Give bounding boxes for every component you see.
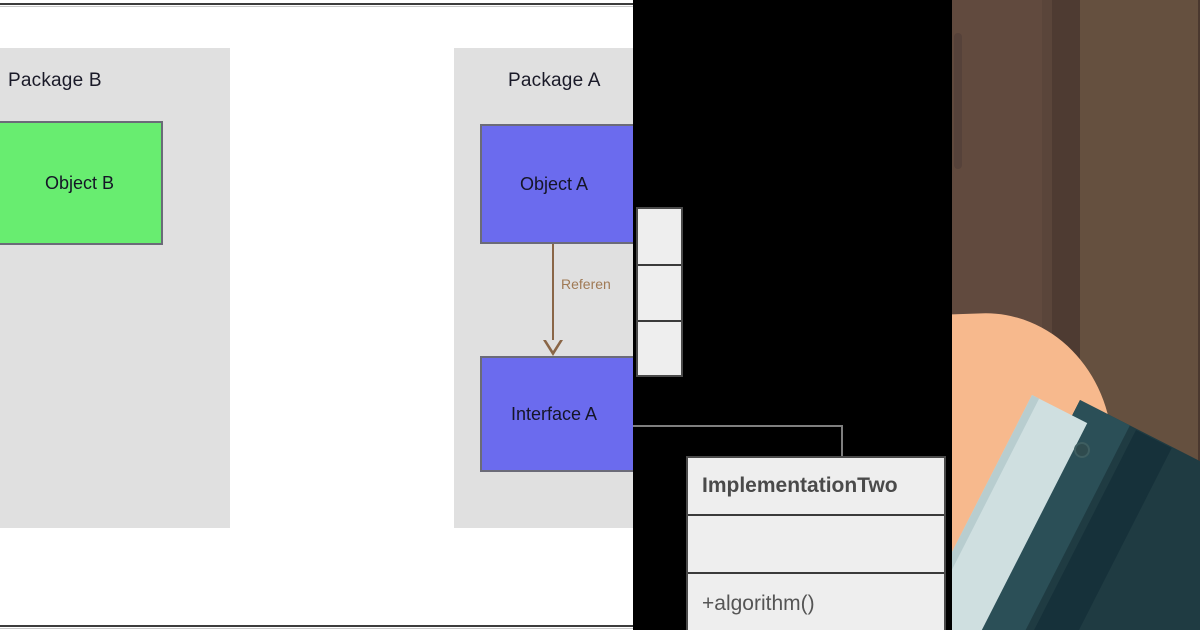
clipped-class-attributes-row — [638, 264, 681, 320]
illustration-panel — [952, 0, 1200, 630]
top-divider-rule — [0, 3, 633, 5]
implementation-two-title-row: ImplementationTwo — [688, 458, 944, 514]
bottom-divider-rule — [0, 625, 633, 627]
inheritance-connector-vertical — [841, 425, 843, 457]
implementation-two-class-box[interactable]: ImplementationTwo +algorithm() — [686, 456, 946, 630]
object-b-node[interactable]: Object B — [0, 121, 163, 245]
reference-arrow-line — [552, 244, 554, 346]
package-b-container[interactable] — [0, 48, 230, 528]
interface-a-node[interactable]: Interface A — [480, 356, 633, 472]
cuff-button-icon — [1074, 442, 1090, 458]
door-plank-shadow — [1042, 0, 1052, 630]
door-handle-icon[interactable] — [954, 33, 962, 169]
door-plank-edge — [1198, 0, 1200, 630]
object-a-label: Object A — [519, 173, 589, 194]
top-divider-rule-soft — [0, 6, 633, 7]
reference-arrow-head-fill-icon — [546, 340, 560, 351]
uml-class-diagram-panel: ImplementationTwo +algorithm() — [633, 0, 952, 630]
package-a-label: Package A — [508, 70, 601, 91]
clipped-class-title-row — [638, 209, 681, 265]
uml-package-diagram-panel: Package B Object B Package A Object A In… — [0, 3, 633, 629]
clipped-class-box[interactable] — [636, 207, 683, 377]
implementation-two-operations-row: +algorithm() — [688, 572, 944, 630]
implementation-two-operations: +algorithm() — [702, 592, 815, 615]
package-b-label: Package B — [8, 70, 102, 91]
reference-arrow-label: Referen — [561, 276, 611, 292]
implementation-two-attributes-row — [688, 514, 944, 572]
implementation-two-title: ImplementationTwo — [702, 474, 898, 497]
object-a-node[interactable]: Object A — [480, 124, 633, 244]
clipped-class-operations-row — [638, 319, 681, 375]
inheritance-connector-horizontal — [633, 425, 843, 427]
bottom-divider-rule-soft — [0, 628, 633, 629]
interface-a-label: Interface A — [510, 403, 598, 424]
object-b-label: Object B — [44, 172, 115, 193]
